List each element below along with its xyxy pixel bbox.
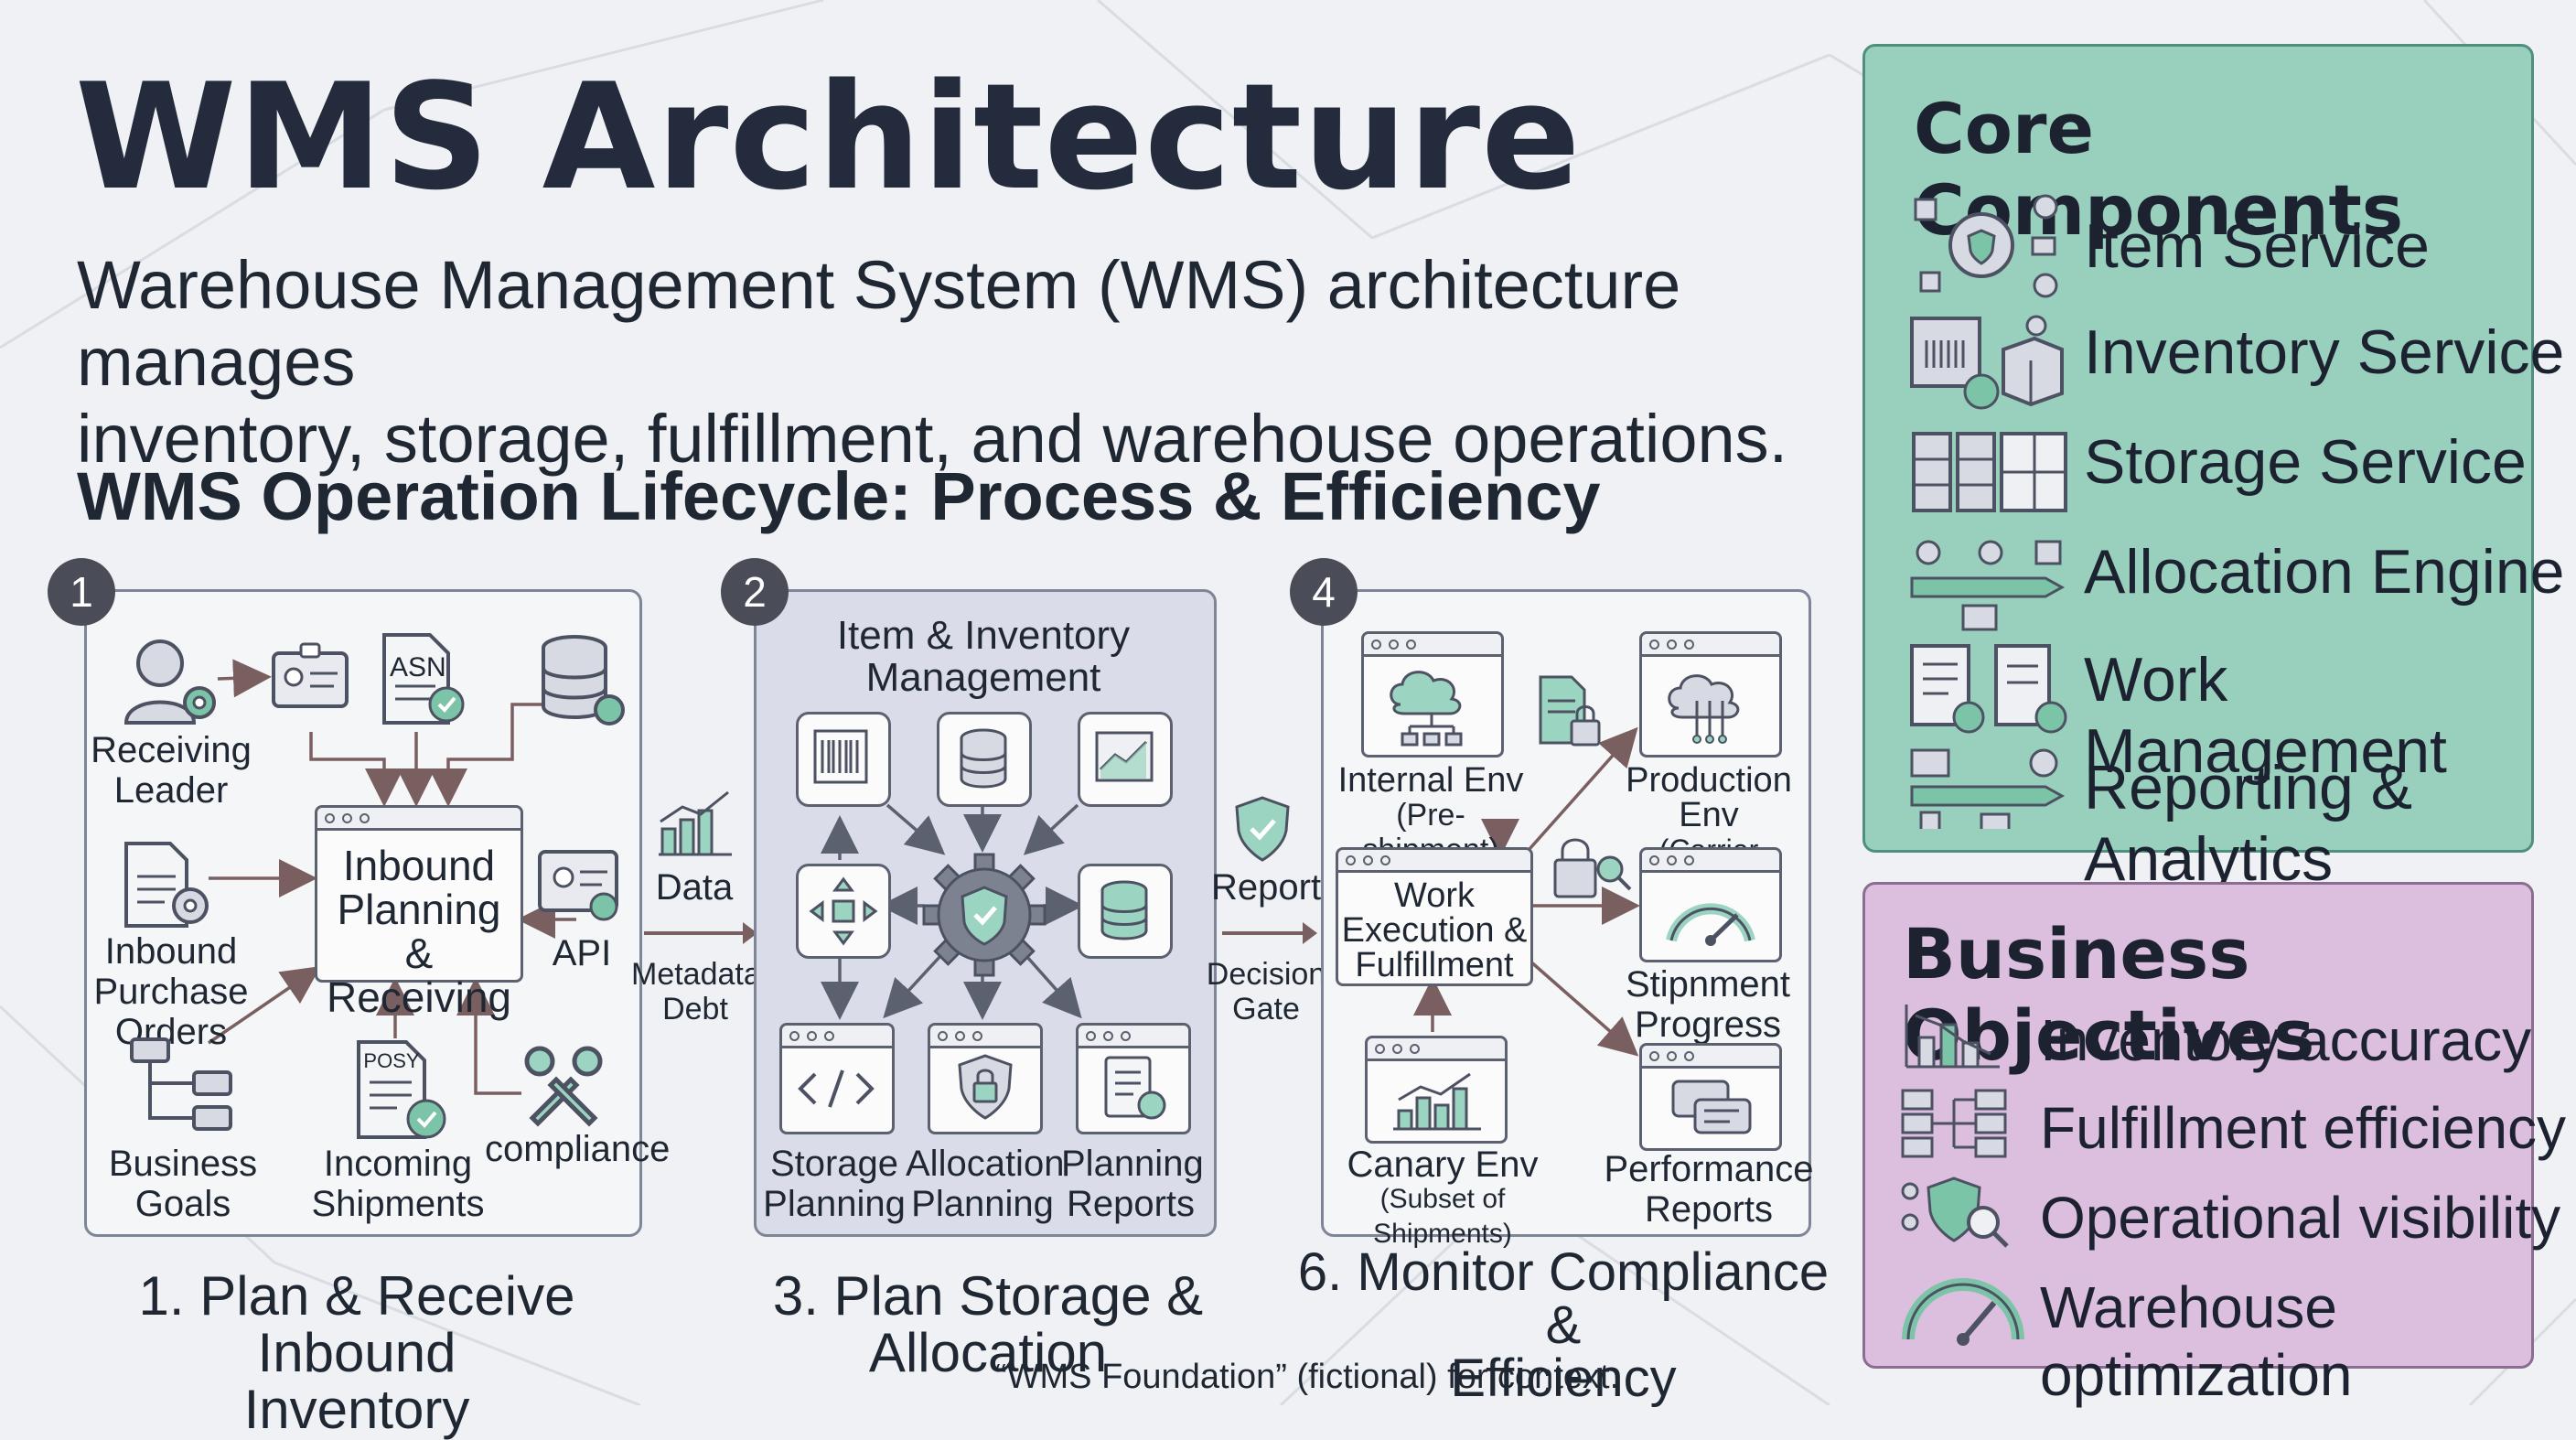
cloud-upload-icon <box>1668 674 1740 744</box>
lock-shield-icon <box>958 1054 1013 1120</box>
step-badge-2: 2 <box>721 558 789 626</box>
performance-reports-window <box>1639 1043 1782 1151</box>
locked-document-icon <box>1539 675 1601 747</box>
reporting-analytics-icon <box>1910 748 2066 829</box>
biz-item-operational-visibility: Operational visibility <box>2040 1185 2561 1251</box>
report-shield-icon <box>1235 796 1290 862</box>
cloud-network-icon <box>1390 671 1463 747</box>
data-label: Data <box>655 867 734 908</box>
business-goals-icon <box>130 1037 232 1131</box>
accuracy-chart-icon <box>1905 1005 2000 1069</box>
business-objective-icons <box>1901 1005 2024 1346</box>
panel1-arrows <box>208 659 576 1095</box>
incoming-shipment-document-icon <box>357 1040 446 1139</box>
core-component-icons <box>1910 194 2067 829</box>
central-gear-shield-icon <box>922 853 1046 977</box>
report-checklist-icon <box>1104 1056 1166 1120</box>
gauge-icon <box>1666 903 1755 946</box>
code-icon <box>798 1069 875 1108</box>
database-tile <box>937 712 1032 807</box>
purchase-order-icon <box>124 842 209 928</box>
visibility-shield-icon <box>1901 1177 2009 1248</box>
api-certificate-icon <box>538 850 618 921</box>
optimization-gauge-icon <box>1902 1278 2024 1346</box>
work-checklist-icon <box>1910 644 2067 734</box>
storage-planning-window <box>779 1023 895 1134</box>
move-arrows-icon <box>809 876 878 946</box>
step-label-6: 6. Monitor Compliance &Efficiency <box>1297 1242 1830 1408</box>
storage-database-icon <box>1100 880 1148 940</box>
compliance-label: compliance <box>485 1129 671 1169</box>
api-label: API <box>552 933 612 973</box>
database-icon <box>542 635 625 725</box>
step-label-3: 3. Plan Storage & Allocation <box>772 1265 1204 1383</box>
lifecycle-title: WMS Operation Lifecycle: Process & Effic… <box>77 458 1601 534</box>
core-item-inventory-service: Inventory Service <box>2084 317 2565 387</box>
canary-env-label: Canary Env(Subset of Shipments) <box>1347 1144 1539 1249</box>
database-icon <box>960 728 1007 789</box>
stipnment-progress-window <box>1639 847 1782 962</box>
storage-db-tile <box>1078 864 1173 959</box>
chat-bubbles-icon <box>1671 1080 1752 1134</box>
core-item-item-service: Item Service <box>2084 211 2430 281</box>
connector2-arrow <box>1222 922 1317 944</box>
allocation-planning-window <box>928 1023 1043 1134</box>
core-item-allocation-engine: Allocation Engine <box>2084 537 2565 607</box>
step-badge-4: 4 <box>1290 558 1358 626</box>
canary-env-window <box>1365 1036 1508 1144</box>
production-env-window <box>1639 631 1782 758</box>
asn-document-icon <box>382 633 465 725</box>
connector1-arrow <box>644 922 757 944</box>
biz-item-warehouse-optimization: Warehouse optimization <box>2040 1274 2353 1408</box>
core-item-work-management: Work Management <box>2084 645 2447 786</box>
page-subtitle: Warehouse Management System (WMS) archit… <box>77 247 1788 477</box>
inventory-box-icon <box>1910 315 2064 410</box>
core-item-reporting-analytics: Reporting & Analytics <box>2084 753 2413 894</box>
panel2-arrows <box>821 803 1084 1020</box>
business-objectives-box <box>1862 882 2534 1369</box>
barcode-tile <box>796 712 891 807</box>
planning-reports-window <box>1076 1023 1191 1134</box>
data-chart-icon <box>659 790 732 856</box>
line-chart-icon <box>1095 731 1154 782</box>
posy-label: POSY <box>363 1049 420 1072</box>
allocation-timeline-icon <box>1910 540 2066 631</box>
chart-tile <box>1078 712 1173 807</box>
step-badge-1: 1 <box>48 558 115 626</box>
footnote: “WMS Foundation” (fictional) for context… <box>995 1358 1620 1396</box>
receiving-leader-icon <box>123 639 216 725</box>
padlock-icon <box>1553 838 1632 898</box>
report-label: Report <box>1211 867 1322 908</box>
internal-env-window <box>1361 631 1504 758</box>
barcode-icon <box>813 729 868 784</box>
page-title: WMS Architecture <box>75 51 1582 222</box>
storage-shelves-icon <box>1912 432 2067 512</box>
id-badge-icon <box>272 642 349 708</box>
biz-item-fulfillment-efficiency: Fulfillment efficiency <box>2040 1095 2567 1161</box>
bar-chart-icon <box>1393 1072 1481 1131</box>
core-item-storage-service: Storage Service <box>2084 427 2527 497</box>
move-tile <box>796 864 891 959</box>
biz-item-inventory-accuracy: Inventory accuracy <box>2040 1007 2532 1073</box>
compliance-tools-icon <box>524 1046 603 1127</box>
asn-label: ASN <box>390 652 446 682</box>
fulfillment-flow-icon <box>1901 1089 2007 1158</box>
item-service-gear-icon <box>1914 194 2058 298</box>
